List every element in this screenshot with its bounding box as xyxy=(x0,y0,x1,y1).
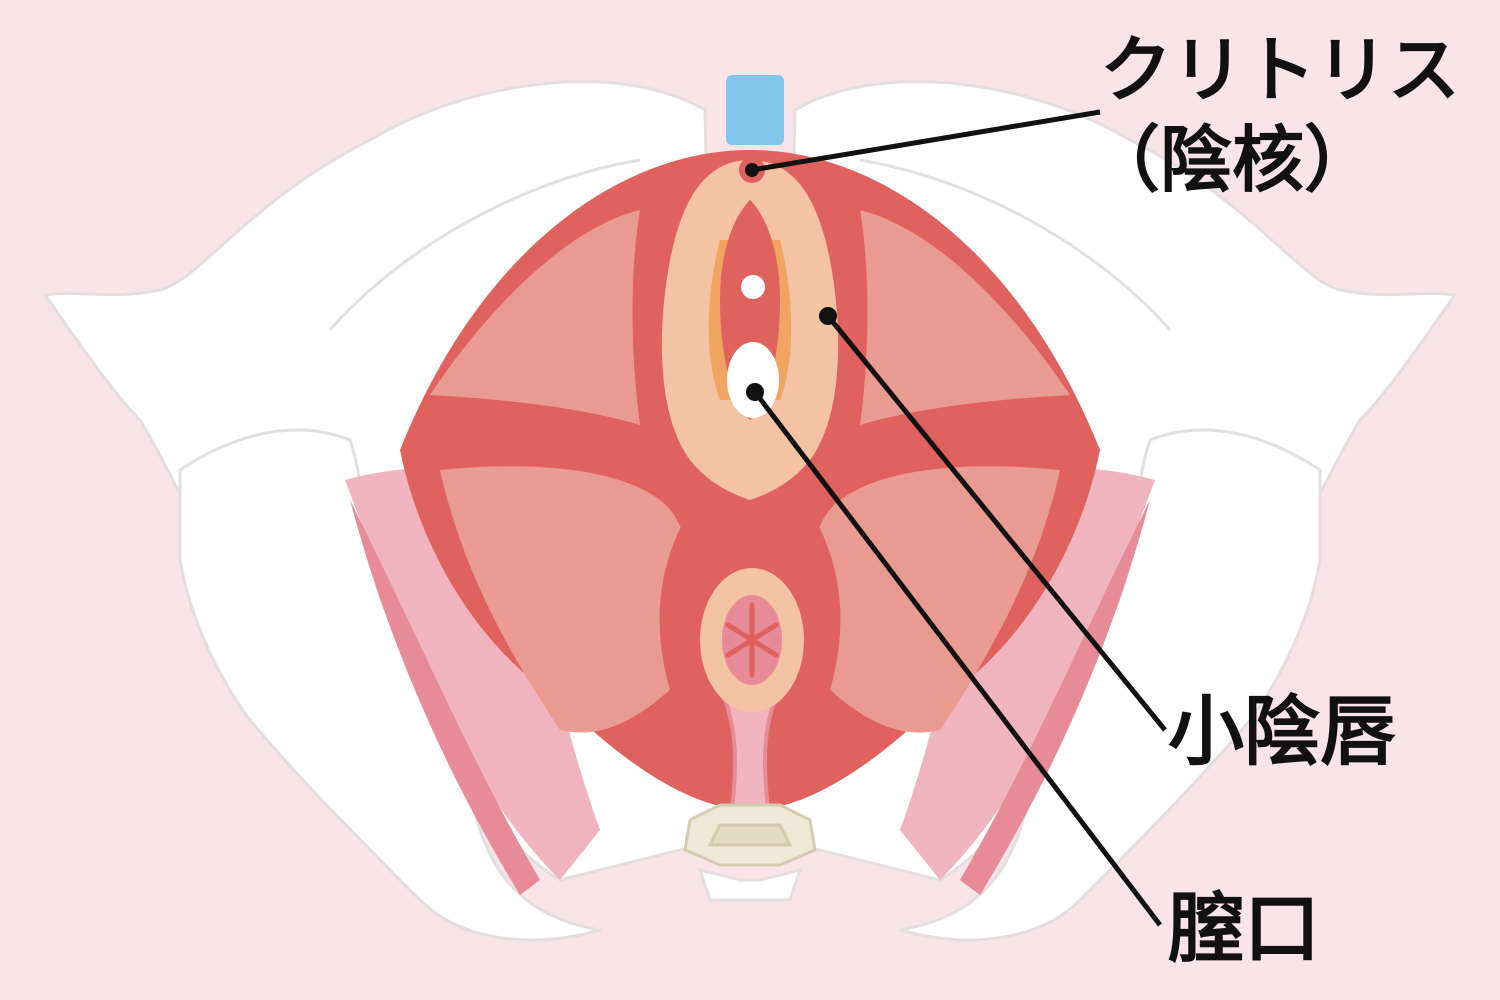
leader-lines xyxy=(751,109,1167,927)
pubic-symphysis xyxy=(726,75,784,145)
urethral-opening xyxy=(741,275,765,299)
left-pink-band-dark xyxy=(350,500,540,895)
left-ischium xyxy=(178,428,602,942)
vaginal-opening-label: 膣口 xyxy=(1168,884,1320,973)
labia-leader xyxy=(826,314,1167,732)
left-lower-panel xyxy=(440,466,689,733)
perineal-muscles xyxy=(400,150,1100,832)
right-pink-band xyxy=(900,468,1155,880)
vaginal-opening-leader xyxy=(753,390,1162,927)
leader-dots xyxy=(745,163,837,401)
clitoris-label-sub: （陰核） xyxy=(1088,118,1376,202)
clitoris-leader xyxy=(751,109,1101,173)
anus-folds xyxy=(725,602,779,678)
right-upper-panel xyxy=(860,210,1070,425)
clitoris-label: クリトリス xyxy=(1100,28,1460,112)
left-pink-band xyxy=(345,468,600,880)
labia-dot xyxy=(819,307,837,325)
right-pink-band-dark xyxy=(960,500,1150,895)
vulva xyxy=(661,75,839,500)
pink-bands xyxy=(345,468,1155,895)
vaginal-opening-dot xyxy=(746,383,764,401)
left-upper-panel xyxy=(430,210,640,425)
clitoris-dot xyxy=(745,163,759,177)
labia-minora-label: 小陰唇 xyxy=(1168,687,1396,776)
right-lower-panel xyxy=(811,466,1060,733)
coccyx xyxy=(683,803,817,902)
vaginal-opening xyxy=(727,342,779,418)
anus-group xyxy=(700,568,804,712)
pelvic-rim xyxy=(328,158,1172,331)
right-ischium xyxy=(898,428,1322,942)
